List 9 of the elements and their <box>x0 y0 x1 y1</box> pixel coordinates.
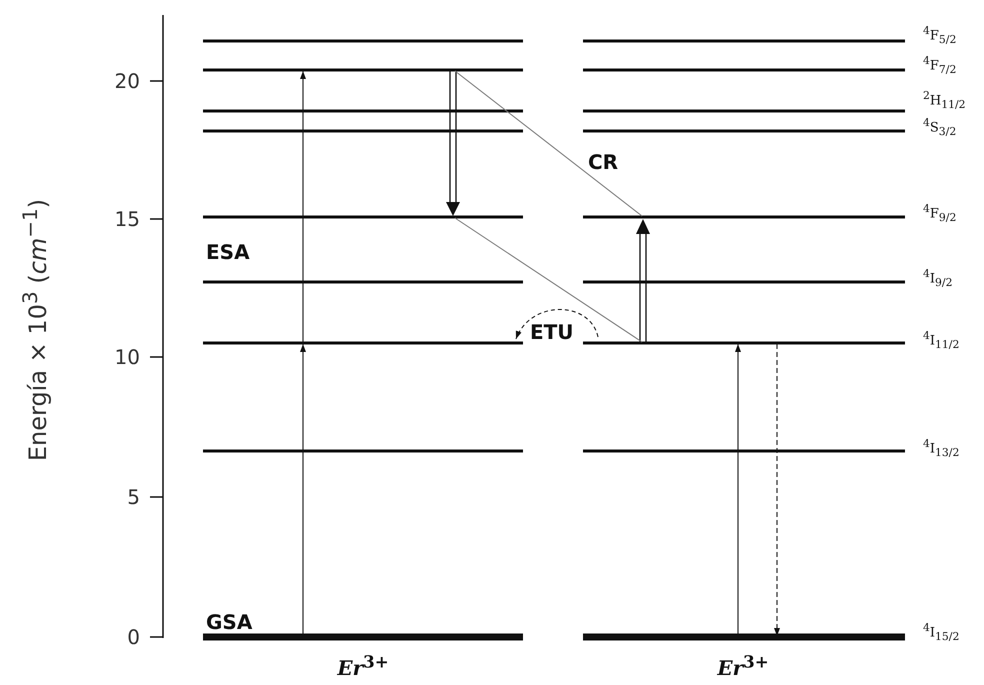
tick-label: 5 <box>127 487 140 507</box>
tick-label: 20 <box>114 71 140 91</box>
tick-label: 0 <box>127 627 140 647</box>
process-label: ETU <box>530 322 574 342</box>
process-label: ESA <box>206 242 250 262</box>
process-label: GSA <box>206 612 252 632</box>
tick-label: 10 <box>114 347 140 367</box>
process-label: CR <box>588 152 618 172</box>
tick-label: 15 <box>114 209 140 229</box>
